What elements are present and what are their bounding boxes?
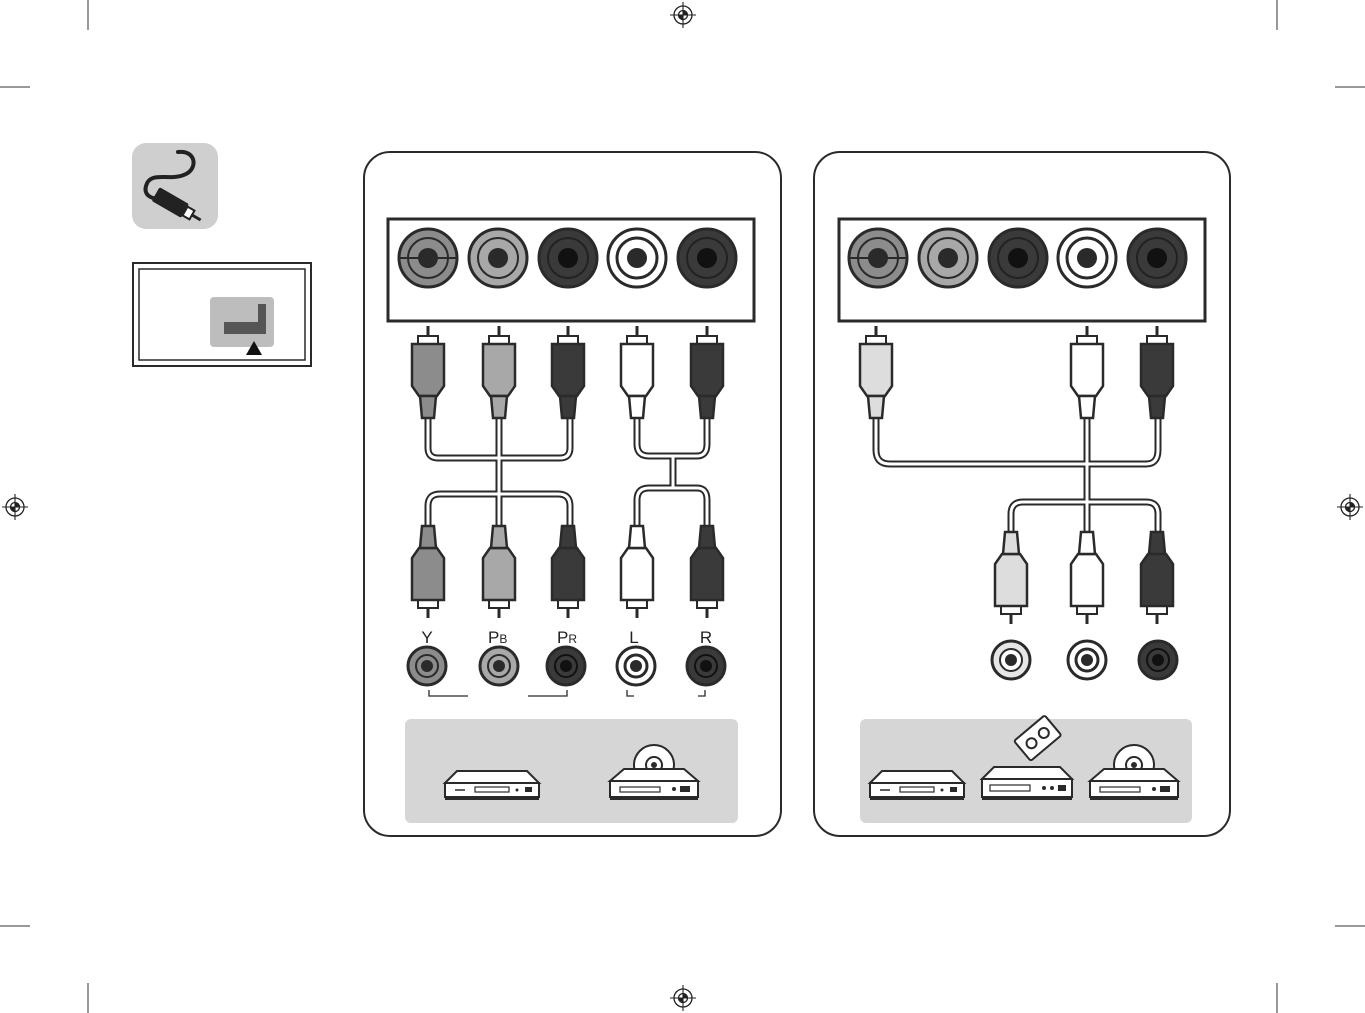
tv-port-location-icon	[133, 263, 311, 366]
tv-jack-l	[608, 229, 666, 287]
device-bar	[405, 719, 738, 823]
composite-connection-panel	[814, 152, 1230, 836]
registration-mark-icon	[670, 2, 696, 28]
registration-mark-icon	[670, 985, 696, 1011]
rca-cable-icon	[132, 143, 218, 229]
tv-jack-strip	[839, 219, 1205, 321]
tv-jack-audio-l	[1058, 229, 1116, 287]
dvd-player-icon	[870, 771, 964, 800]
tv-jack-y	[399, 229, 457, 287]
tv-jack-r	[678, 229, 736, 287]
tv-jack-2	[919, 229, 977, 287]
dvd-player-icon	[445, 771, 539, 800]
tv-jack-video	[849, 229, 907, 287]
label-l: L	[629, 628, 638, 647]
tv-jack-pb	[469, 229, 527, 287]
tv-jack-pr	[539, 229, 597, 287]
device-jacks	[992, 641, 1177, 679]
registration-mark-icon	[1337, 494, 1363, 520]
tv-jack-strip	[388, 219, 754, 321]
component-connection-panel: Y PB PR L R	[364, 152, 781, 836]
label-r: R	[700, 628, 712, 647]
registration-mark-icon	[2, 494, 28, 520]
tv-jack-3	[989, 229, 1047, 287]
tv-jack-audio-r	[1128, 229, 1186, 287]
label-y: Y	[421, 628, 432, 647]
